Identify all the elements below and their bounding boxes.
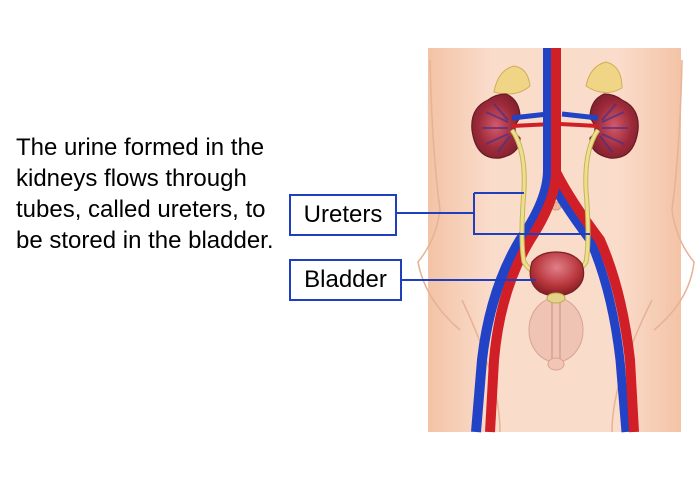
- urethra: [551, 292, 561, 360]
- bladder-label: Bladder: [289, 259, 402, 301]
- right-iliac-artery: [551, 169, 639, 433]
- caption-text: The urine formed in the kidneys flows th…: [16, 134, 274, 254]
- right-kidney: [589, 93, 639, 159]
- right-renal-artery: [559, 122, 599, 128]
- vena-cava: [471, 48, 553, 433]
- left-kidney: [471, 93, 521, 159]
- prostate: [546, 292, 566, 304]
- ureters-label: Ureters: [289, 194, 397, 236]
- right-iliac-vein: [543, 173, 631, 433]
- aorta: [485, 48, 561, 433]
- ureters-leader-line: [397, 192, 590, 235]
- bladder: [529, 251, 585, 297]
- right-renal-vein: [561, 111, 599, 121]
- left-adrenal-gland: [493, 65, 531, 95]
- body-outline: [417, 59, 695, 331]
- scrotum: [528, 297, 584, 363]
- left-renal-vein: [511, 111, 549, 121]
- right-adrenal-gland: [585, 61, 623, 93]
